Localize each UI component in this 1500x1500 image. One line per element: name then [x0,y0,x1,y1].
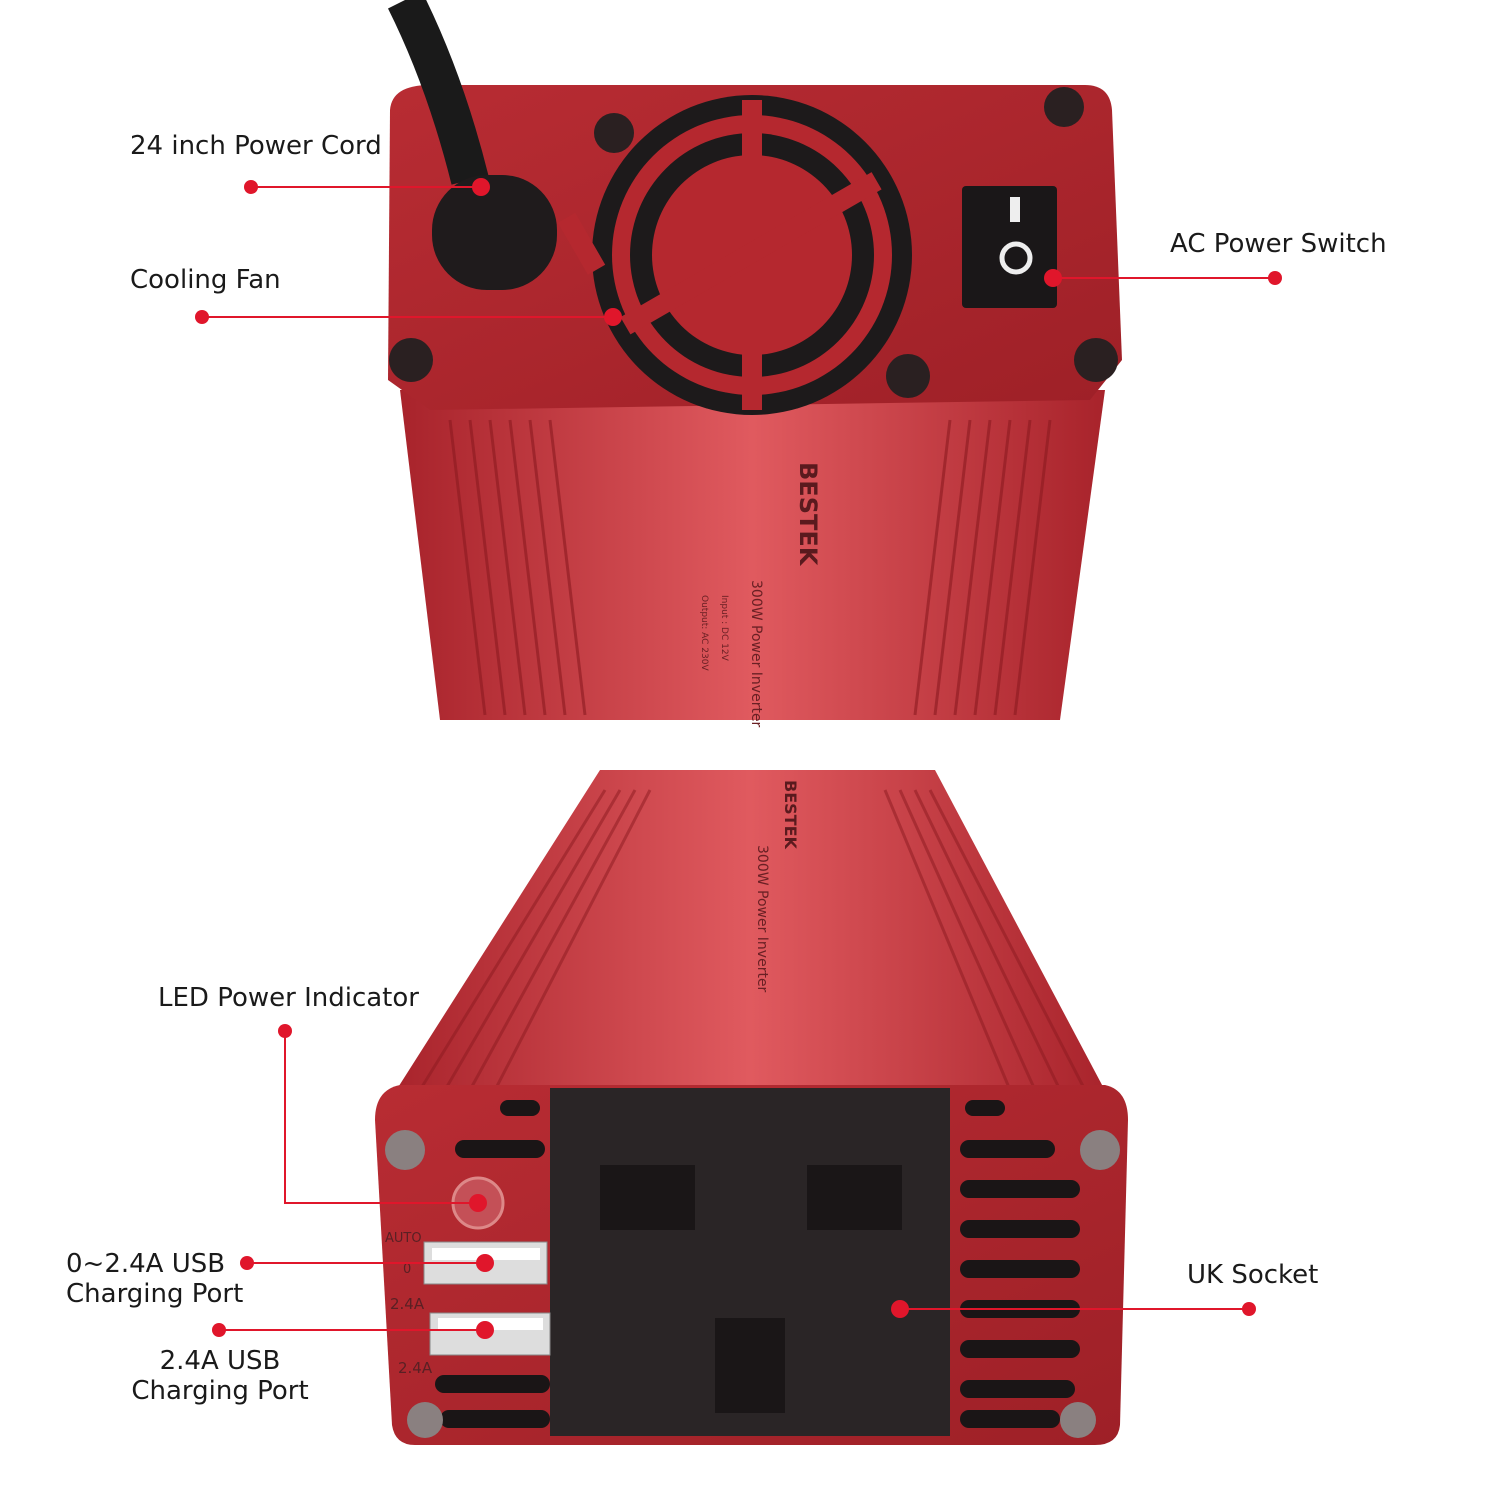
brand-logo-2: BESTEK [781,780,800,849]
uk-socket[interactable] [550,1088,950,1436]
cooling-fan [557,95,912,415]
callout-usb-auto-line2: Charging Port [66,1279,244,1309]
input-label: Input : DC 12V [719,595,729,662]
cord-strain-relief [432,175,557,290]
usb-fixed-label: 2.4A [398,1359,433,1377]
callout-usb-auto-line1: 0~2.4A USB [66,1249,226,1279]
usb-auto-label: AUTO [385,1231,422,1246]
callout-led-indicator: LED Power Indicator [158,983,419,1013]
usb-range-high: 2.4A [390,1295,425,1313]
callout-usb-fixed-line1: 2.4A USB [159,1346,281,1376]
top-device: BESTEK 300W Power Inverter Input : DC 12… [388,0,1122,728]
usb-range-low: 0 [403,1262,411,1277]
brand-logo: BESTEK [794,462,822,567]
model-label: 300W Power Inverter [748,580,764,728]
callout-dots [195,178,1282,1339]
callout-usb-auto: 0~2.4A USB Charging Port [66,1249,243,1309]
model-label-2: 300W Power Inverter [754,845,770,993]
output-label: Output: AC 230V [699,595,709,671]
screw-icons [385,1130,1120,1438]
callout-ac-switch: AC Power Switch [1170,229,1387,259]
callout-usb-fixed: 2.4A USB Charging Port [120,1346,320,1406]
vent-slots [435,1100,1080,1428]
ac-power-switch[interactable] [962,186,1057,308]
screw-icons [389,87,1118,398]
callout-cooling-fan: Cooling Fan [130,265,281,295]
callout-usb-fixed-line2: Charging Port [131,1376,309,1406]
callout-power-cord: 24 inch Power Cord [130,131,382,161]
power-cord [388,0,489,185]
callout-lines [202,186,1275,1331]
bottom-body [390,770,1110,1100]
callout-uk-socket: UK Socket [1187,1260,1319,1290]
bottom-device: AUTO 0 2.4A 2.4A BESTEK 300W Power Inver… [375,770,1128,1445]
